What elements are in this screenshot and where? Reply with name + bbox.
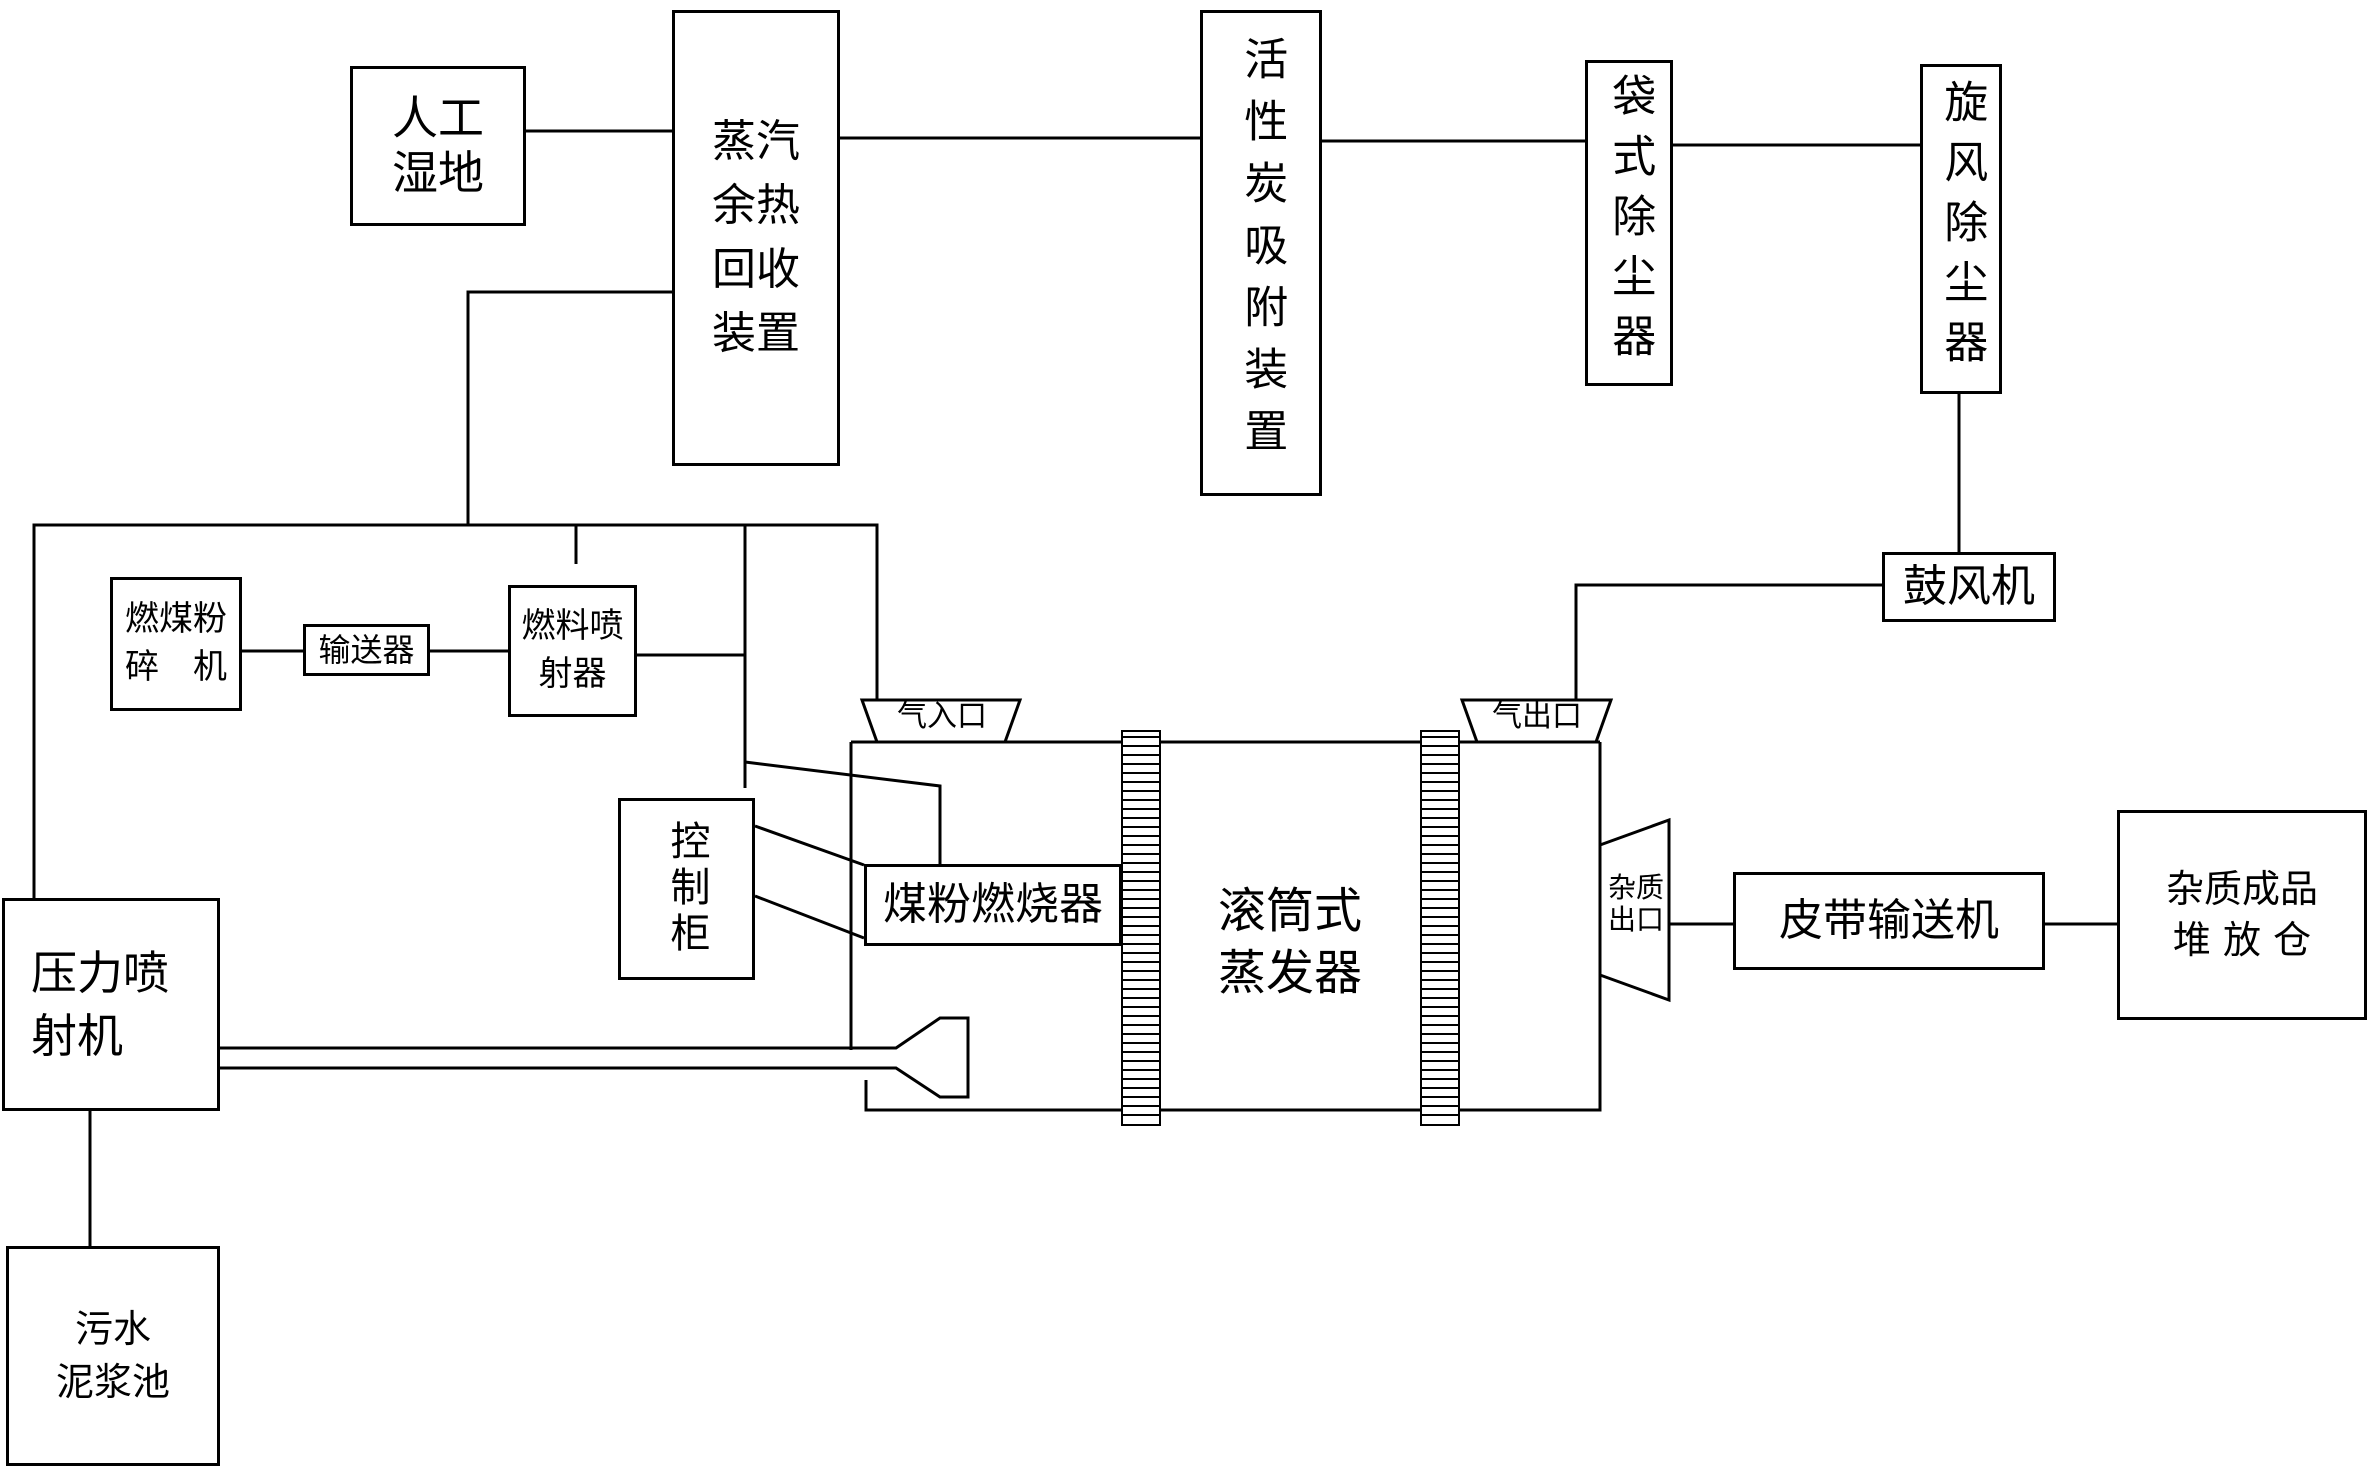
cyclone-dust-collector-box: 旋风除尘器 — [1920, 64, 2002, 394]
impurity-outlet-label: 杂质 出口 — [1607, 871, 1664, 937]
control-cabinet-label: 控制柜 — [663, 820, 710, 958]
impurity-storage-box: 杂质成品 堆 放 仓 — [2117, 810, 2367, 1020]
pressure-jet-box: 压力喷 射机 — [2, 898, 220, 1111]
activated-carbon-label: 活性炭吸附装置 — [1236, 36, 1288, 470]
artificial-wetland-label: 人工 湿地 — [392, 90, 484, 200]
coal-crusher-box: 燃煤粉 碎 机 — [110, 577, 242, 711]
conveyor-label: 输送器 — [318, 630, 415, 669]
coal-crusher-label: 燃煤粉 碎 机 — [125, 599, 227, 687]
gas-inlet-label: 气入口 — [897, 699, 987, 734]
belt-conveyor-box: 皮带输送机 — [1733, 872, 2045, 970]
fuel-injector-label: 燃料喷 射器 — [521, 606, 624, 694]
blower-box: 鼓风机 — [1882, 552, 2056, 622]
drum-ring-left — [1121, 730, 1161, 1126]
bag-filter-label: 袋式除尘器 — [1604, 73, 1656, 373]
steam-heat-recovery-box: 蒸汽 余热 回收 装置 — [672, 10, 840, 466]
control-cabinet-box: 控制柜 — [618, 798, 755, 980]
drum-evaporator-label: 滚筒式 蒸发器 — [1217, 883, 1362, 1002]
gas-outlet-label: 气出口 — [1492, 699, 1582, 734]
fuel-injector-box: 燃料喷 射器 — [508, 585, 637, 717]
conveyor-box: 输送器 — [303, 624, 430, 676]
coal-burner-box: 煤粉燃烧器 — [864, 864, 1122, 946]
coal-burner-label: 煤粉燃烧器 — [883, 878, 1103, 930]
sludge-pool-box: 污水 泥浆池 — [6, 1246, 220, 1466]
bag-filter-box: 袋式除尘器 — [1585, 60, 1673, 386]
pressure-jet-label: 压力喷 射机 — [31, 946, 169, 1063]
sludge-pool-label: 污水 泥浆池 — [55, 1306, 170, 1404]
cyclone-dust-collector-label: 旋风除尘器 — [1936, 79, 1988, 379]
belt-conveyor-label: 皮带输送机 — [1779, 894, 1999, 946]
impurity-storage-label: 杂质成品 堆 放 仓 — [2165, 866, 2318, 962]
artificial-wetland-box: 人工 湿地 — [350, 66, 526, 226]
blower-label: 鼓风机 — [1903, 560, 2035, 612]
steam-heat-recovery-label: 蒸汽 余热 回收 装置 — [712, 116, 800, 359]
activated-carbon-box: 活性炭吸附装置 — [1200, 10, 1322, 496]
drum-ring-right — [1420, 730, 1460, 1126]
